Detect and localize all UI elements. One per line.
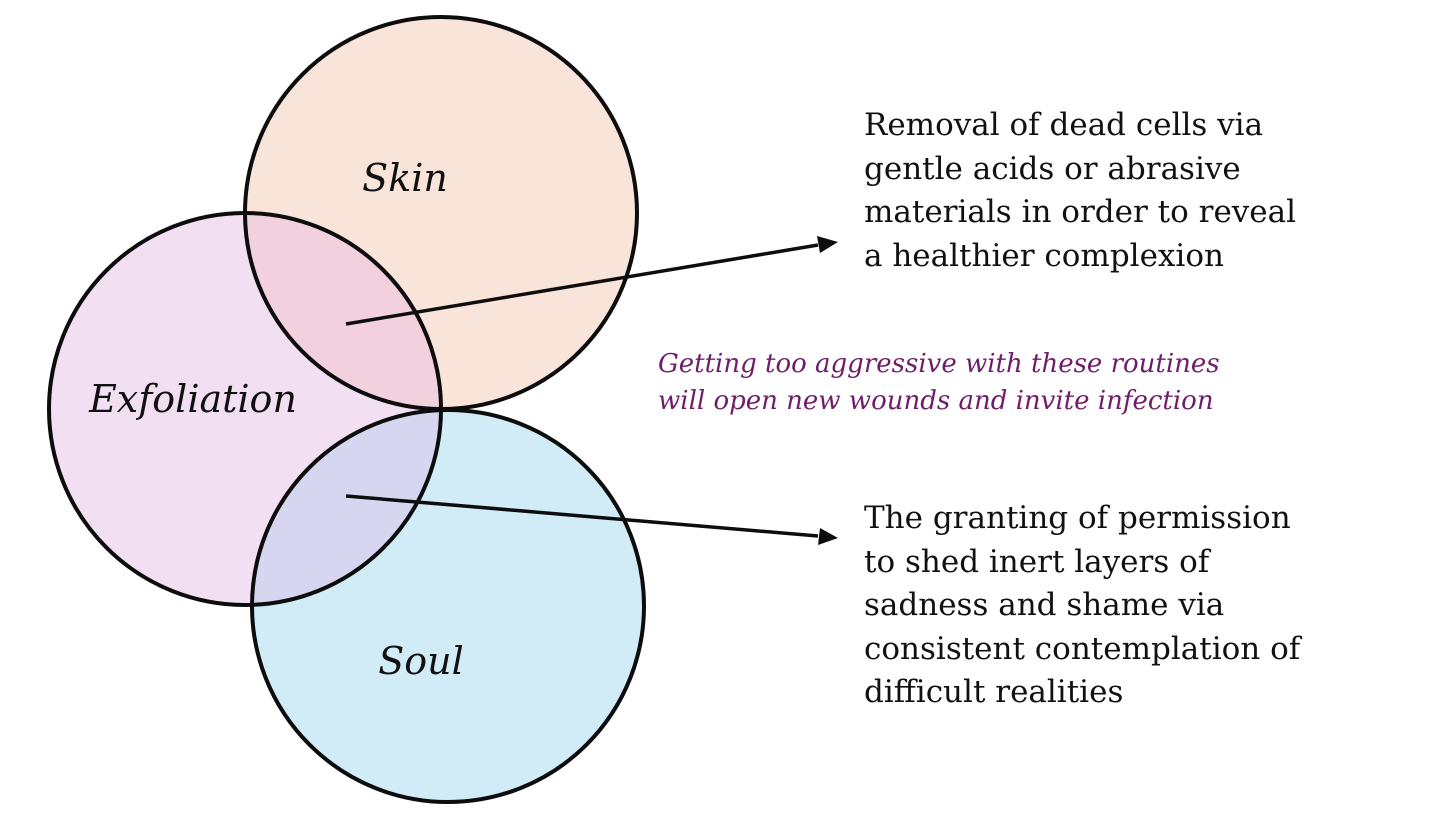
skin-arrowhead <box>817 236 838 253</box>
skin-description-line: Removal of dead cells via <box>864 107 1264 143</box>
soul-arrowhead <box>818 528 838 545</box>
soul-exfoliation-overlap <box>252 410 441 605</box>
soul-arrow <box>345 494 838 545</box>
skin-label: Skin <box>362 156 448 200</box>
soul-label: Soul <box>378 639 464 683</box>
soul-description-line: The granting of permission <box>864 500 1291 536</box>
skin-description: Removal of dead cells via gentle acids o… <box>864 104 1296 278</box>
soul-description-line: consistent contemplation of <box>864 630 1301 667</box>
exfoliation-label: Exfoliation <box>88 377 297 421</box>
exfoliation-circle-outline <box>47 211 443 607</box>
soul-description-line: sadness and shame via <box>864 587 1225 623</box>
warning-note: Getting too aggressive with these routin… <box>658 346 1220 420</box>
skin-description-line: gentle acids or abrasive <box>864 150 1241 187</box>
warning-line: Getting too aggressive with these routin… <box>658 349 1220 379</box>
soul-description-line: to shed inert layers of <box>864 543 1210 580</box>
soul-description: The granting of permission to shed inert… <box>864 497 1300 715</box>
skin-description-line: materials in order to reveal <box>864 194 1297 230</box>
soul-description-line: difficult realities <box>864 674 1124 710</box>
skin-exfoliation-overlap <box>245 213 441 409</box>
skin-description-line: a healthier complexion <box>864 237 1224 274</box>
skin-arrow <box>345 236 838 326</box>
warning-line: will open new wounds and invite infectio… <box>658 386 1214 416</box>
